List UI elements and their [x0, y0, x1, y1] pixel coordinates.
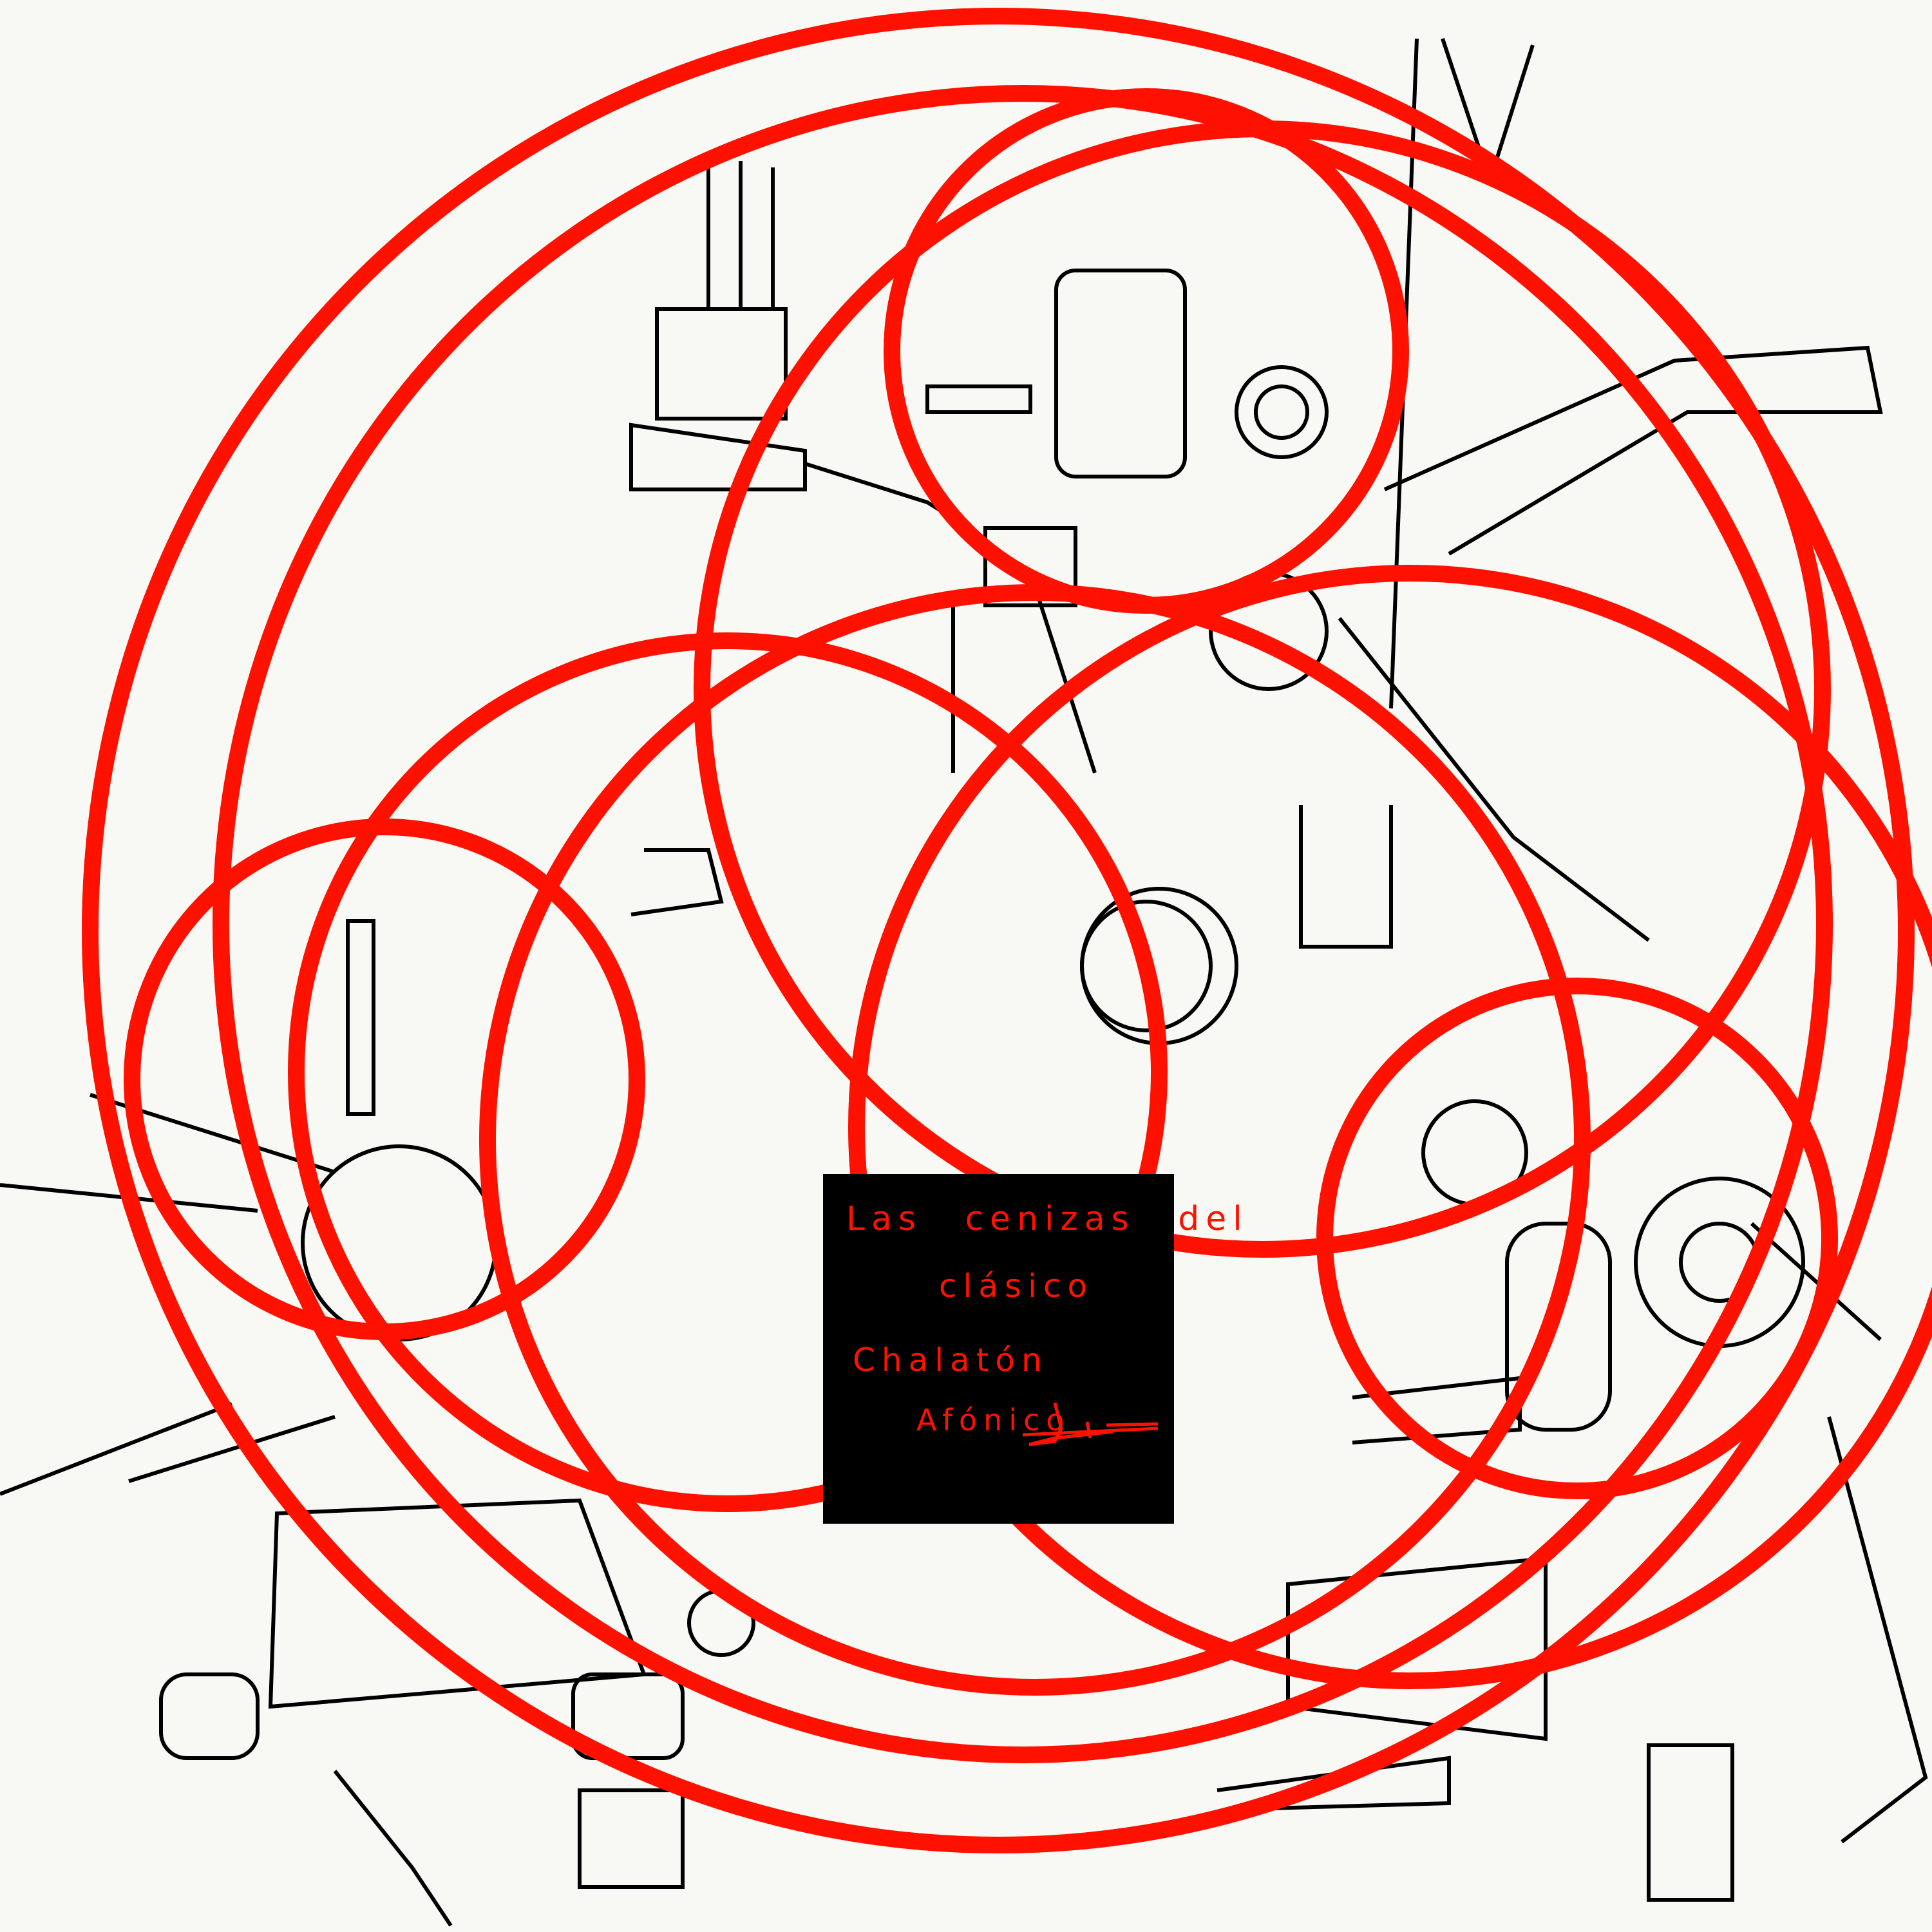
top-deity-figure: [629, 38, 1883, 1032]
outer-circle: [82, 8, 1915, 1853]
upper-circle: [694, 120, 1831, 1258]
codex-figures: [0, 38, 1928, 1927]
title-panel: Las cenizas del clásico Chalatón Afónico: [823, 1174, 1242, 1524]
signature-mark: [1022, 1403, 1158, 1446]
right-small-circle: [1316, 978, 1838, 1499]
author-line-1: Chalatón: [853, 1341, 1048, 1379]
author-line-2: Afónico: [916, 1403, 1071, 1437]
top-small-circle: [884, 88, 1409, 614]
large-inner-circle: [213, 85, 1833, 1763]
red-circles: [82, 8, 1932, 1853]
title-line-2: clásico: [939, 1267, 1094, 1305]
center-circle: [479, 584, 1591, 1696]
right-circle: [848, 565, 1932, 1689]
left-small-circle: [124, 819, 645, 1340]
left-circle: [288, 632, 1168, 1512]
title-line-1: Las cenizas del: [846, 1200, 1249, 1238]
